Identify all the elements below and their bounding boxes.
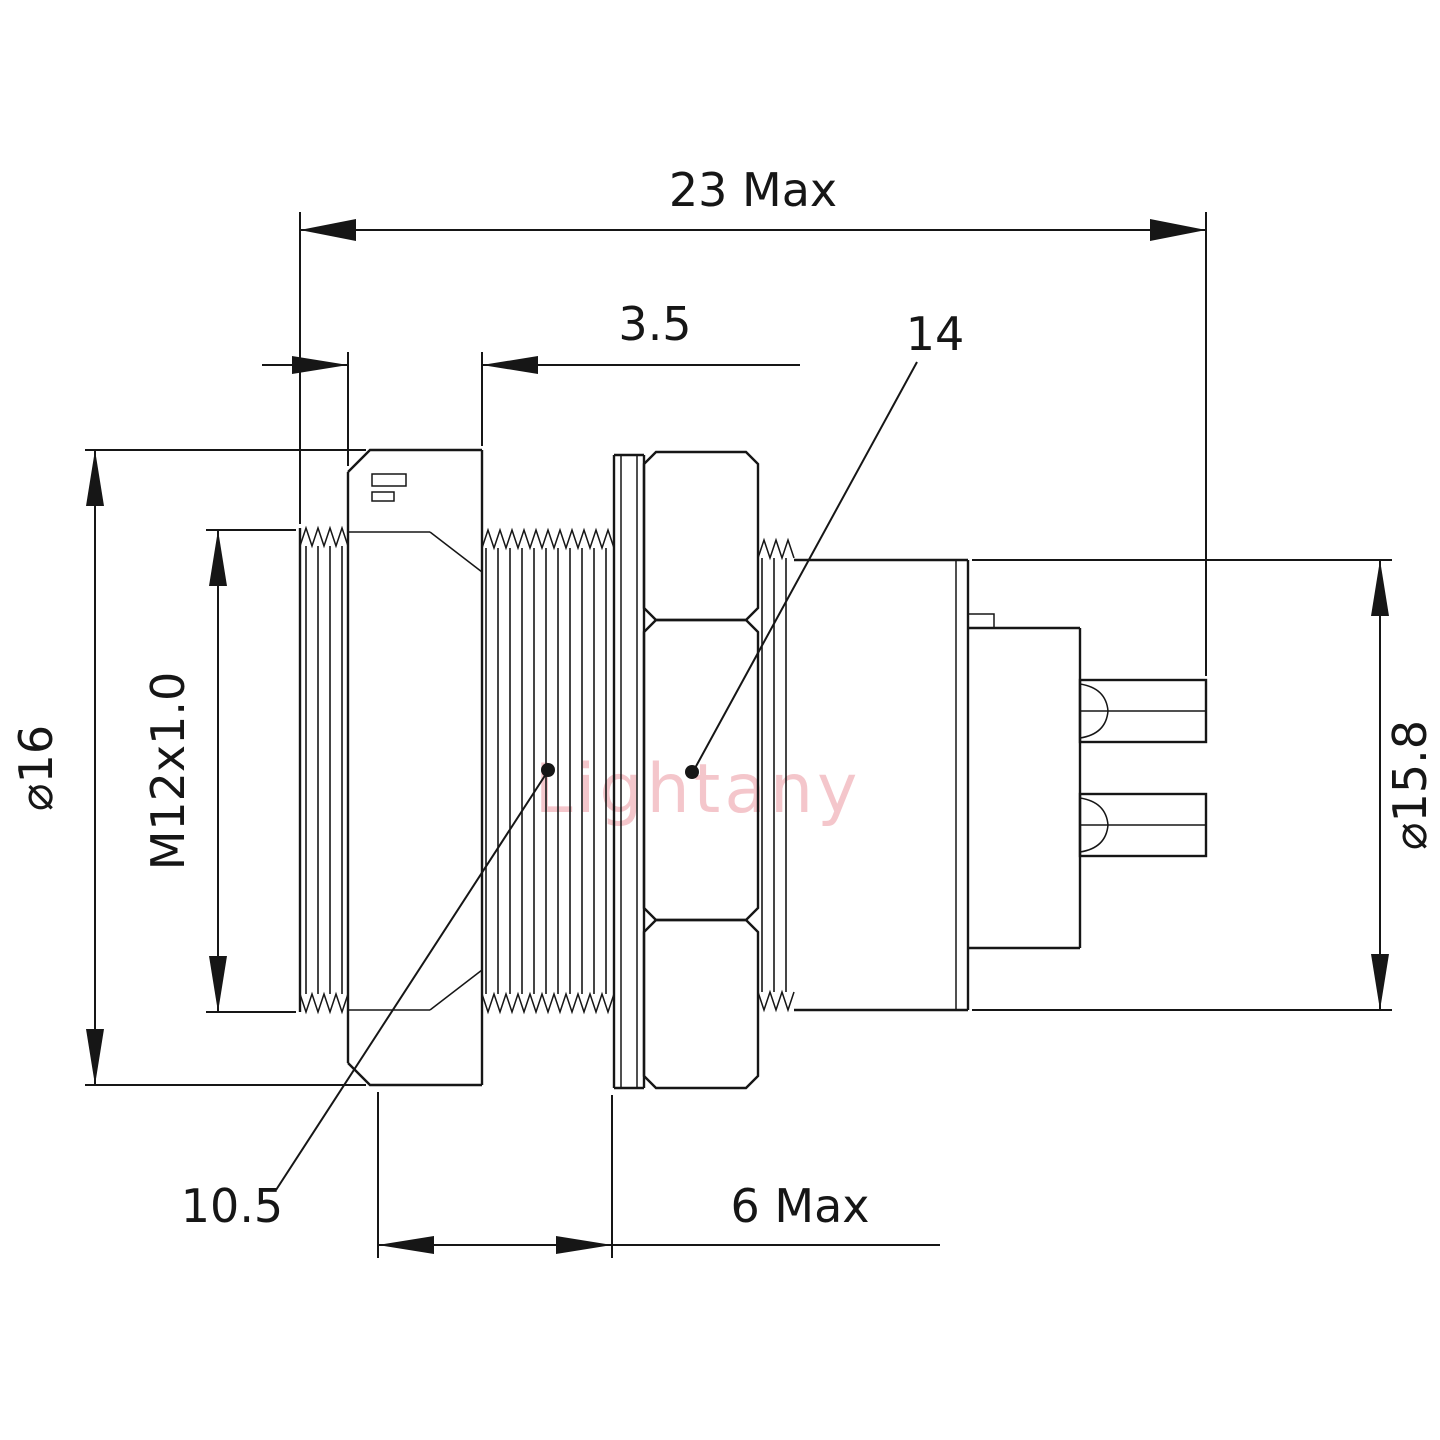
dim-label-flange-thickness: 3.5 — [618, 297, 691, 351]
part-marking — [371, 473, 407, 502]
arrowhead-left — [378, 1236, 434, 1254]
hex-nut-bottom-facet — [642, 918, 760, 1090]
leader-dot — [541, 763, 555, 777]
flange-chamfer-top — [429, 531, 483, 573]
front-thread-crest-bottom — [299, 991, 349, 1015]
dim-rear-length: 6 Max — [377, 1092, 940, 1258]
rear-thread — [757, 537, 795, 1013]
arrowhead-top — [209, 530, 227, 586]
dim-label-hex-nut: 14 — [906, 307, 965, 361]
dim-flange-thickness: 3.5 — [262, 297, 800, 466]
marking-box-2 — [371, 491, 395, 502]
flange — [346, 448, 484, 1087]
connector-body — [794, 558, 970, 1012]
flange-bottom-edge — [347, 1062, 482, 1087]
mounting-thread-crest-bottom — [481, 991, 615, 1015]
rear-thread-crest-bottom — [757, 989, 795, 1013]
marking-box-1 — [371, 473, 407, 487]
front-thread — [298, 525, 349, 1015]
arrowhead-top — [86, 450, 104, 506]
dim-label-mounting-thread: M12x1.0 — [141, 672, 195, 871]
rear-thread-stripes — [758, 558, 794, 992]
insulator-key-nub — [967, 613, 995, 629]
arrowhead-right — [1150, 219, 1206, 241]
dim-label-rear-length: 6 Max — [731, 1179, 870, 1233]
contact-bottom — [1078, 792, 1208, 858]
arrowhead-top — [1371, 560, 1389, 616]
callout-thread-ref: 10.5 — [181, 763, 555, 1233]
arrowhead-right — [482, 356, 538, 374]
flange-top-edge — [347, 448, 482, 473]
callout-hex-nut: 14 — [685, 307, 964, 779]
rear-insulator — [967, 613, 1082, 950]
rear-thread-crest-top — [757, 537, 795, 561]
dim-label-flange-diameter: ⌀16 — [9, 725, 63, 811]
arrowhead-right — [556, 1236, 612, 1254]
contact-top-cup — [1079, 683, 1109, 739]
dim-overall-length: 23 Max — [299, 163, 1207, 676]
front-thread-crest-top — [299, 525, 349, 549]
arrowhead-bottom — [86, 1029, 104, 1085]
arrowhead-bottom — [1371, 954, 1389, 1010]
dim-label-body-diameter: ⌀15.8 — [1383, 720, 1437, 850]
flange-chamfer-bottom — [429, 969, 483, 1011]
arrowhead-left — [292, 356, 348, 374]
arrowhead-bottom — [209, 956, 227, 1012]
leader-line — [275, 773, 547, 1191]
dim-label-overall-length: 23 Max — [669, 163, 837, 217]
dim-body-diameter: ⌀15.8 — [972, 559, 1437, 1011]
leader-dot — [685, 765, 699, 779]
dim-label-thread-ref: 10.5 — [181, 1179, 283, 1233]
hex-nut — [642, 450, 760, 1090]
dim-mounting-thread: M12x1.0 — [141, 529, 296, 1013]
dim-flange-diameter: ⌀16 — [9, 449, 366, 1086]
front-thread-stripes — [300, 546, 348, 994]
solder-contacts — [1078, 678, 1208, 858]
arrowhead-left — [300, 219, 356, 241]
mounting-thread-crest-top — [481, 527, 615, 551]
hex-nut-top-facet — [642, 450, 760, 622]
contact-bottom-cup — [1079, 797, 1109, 853]
leader-line — [693, 361, 918, 771]
contact-top — [1078, 678, 1208, 744]
